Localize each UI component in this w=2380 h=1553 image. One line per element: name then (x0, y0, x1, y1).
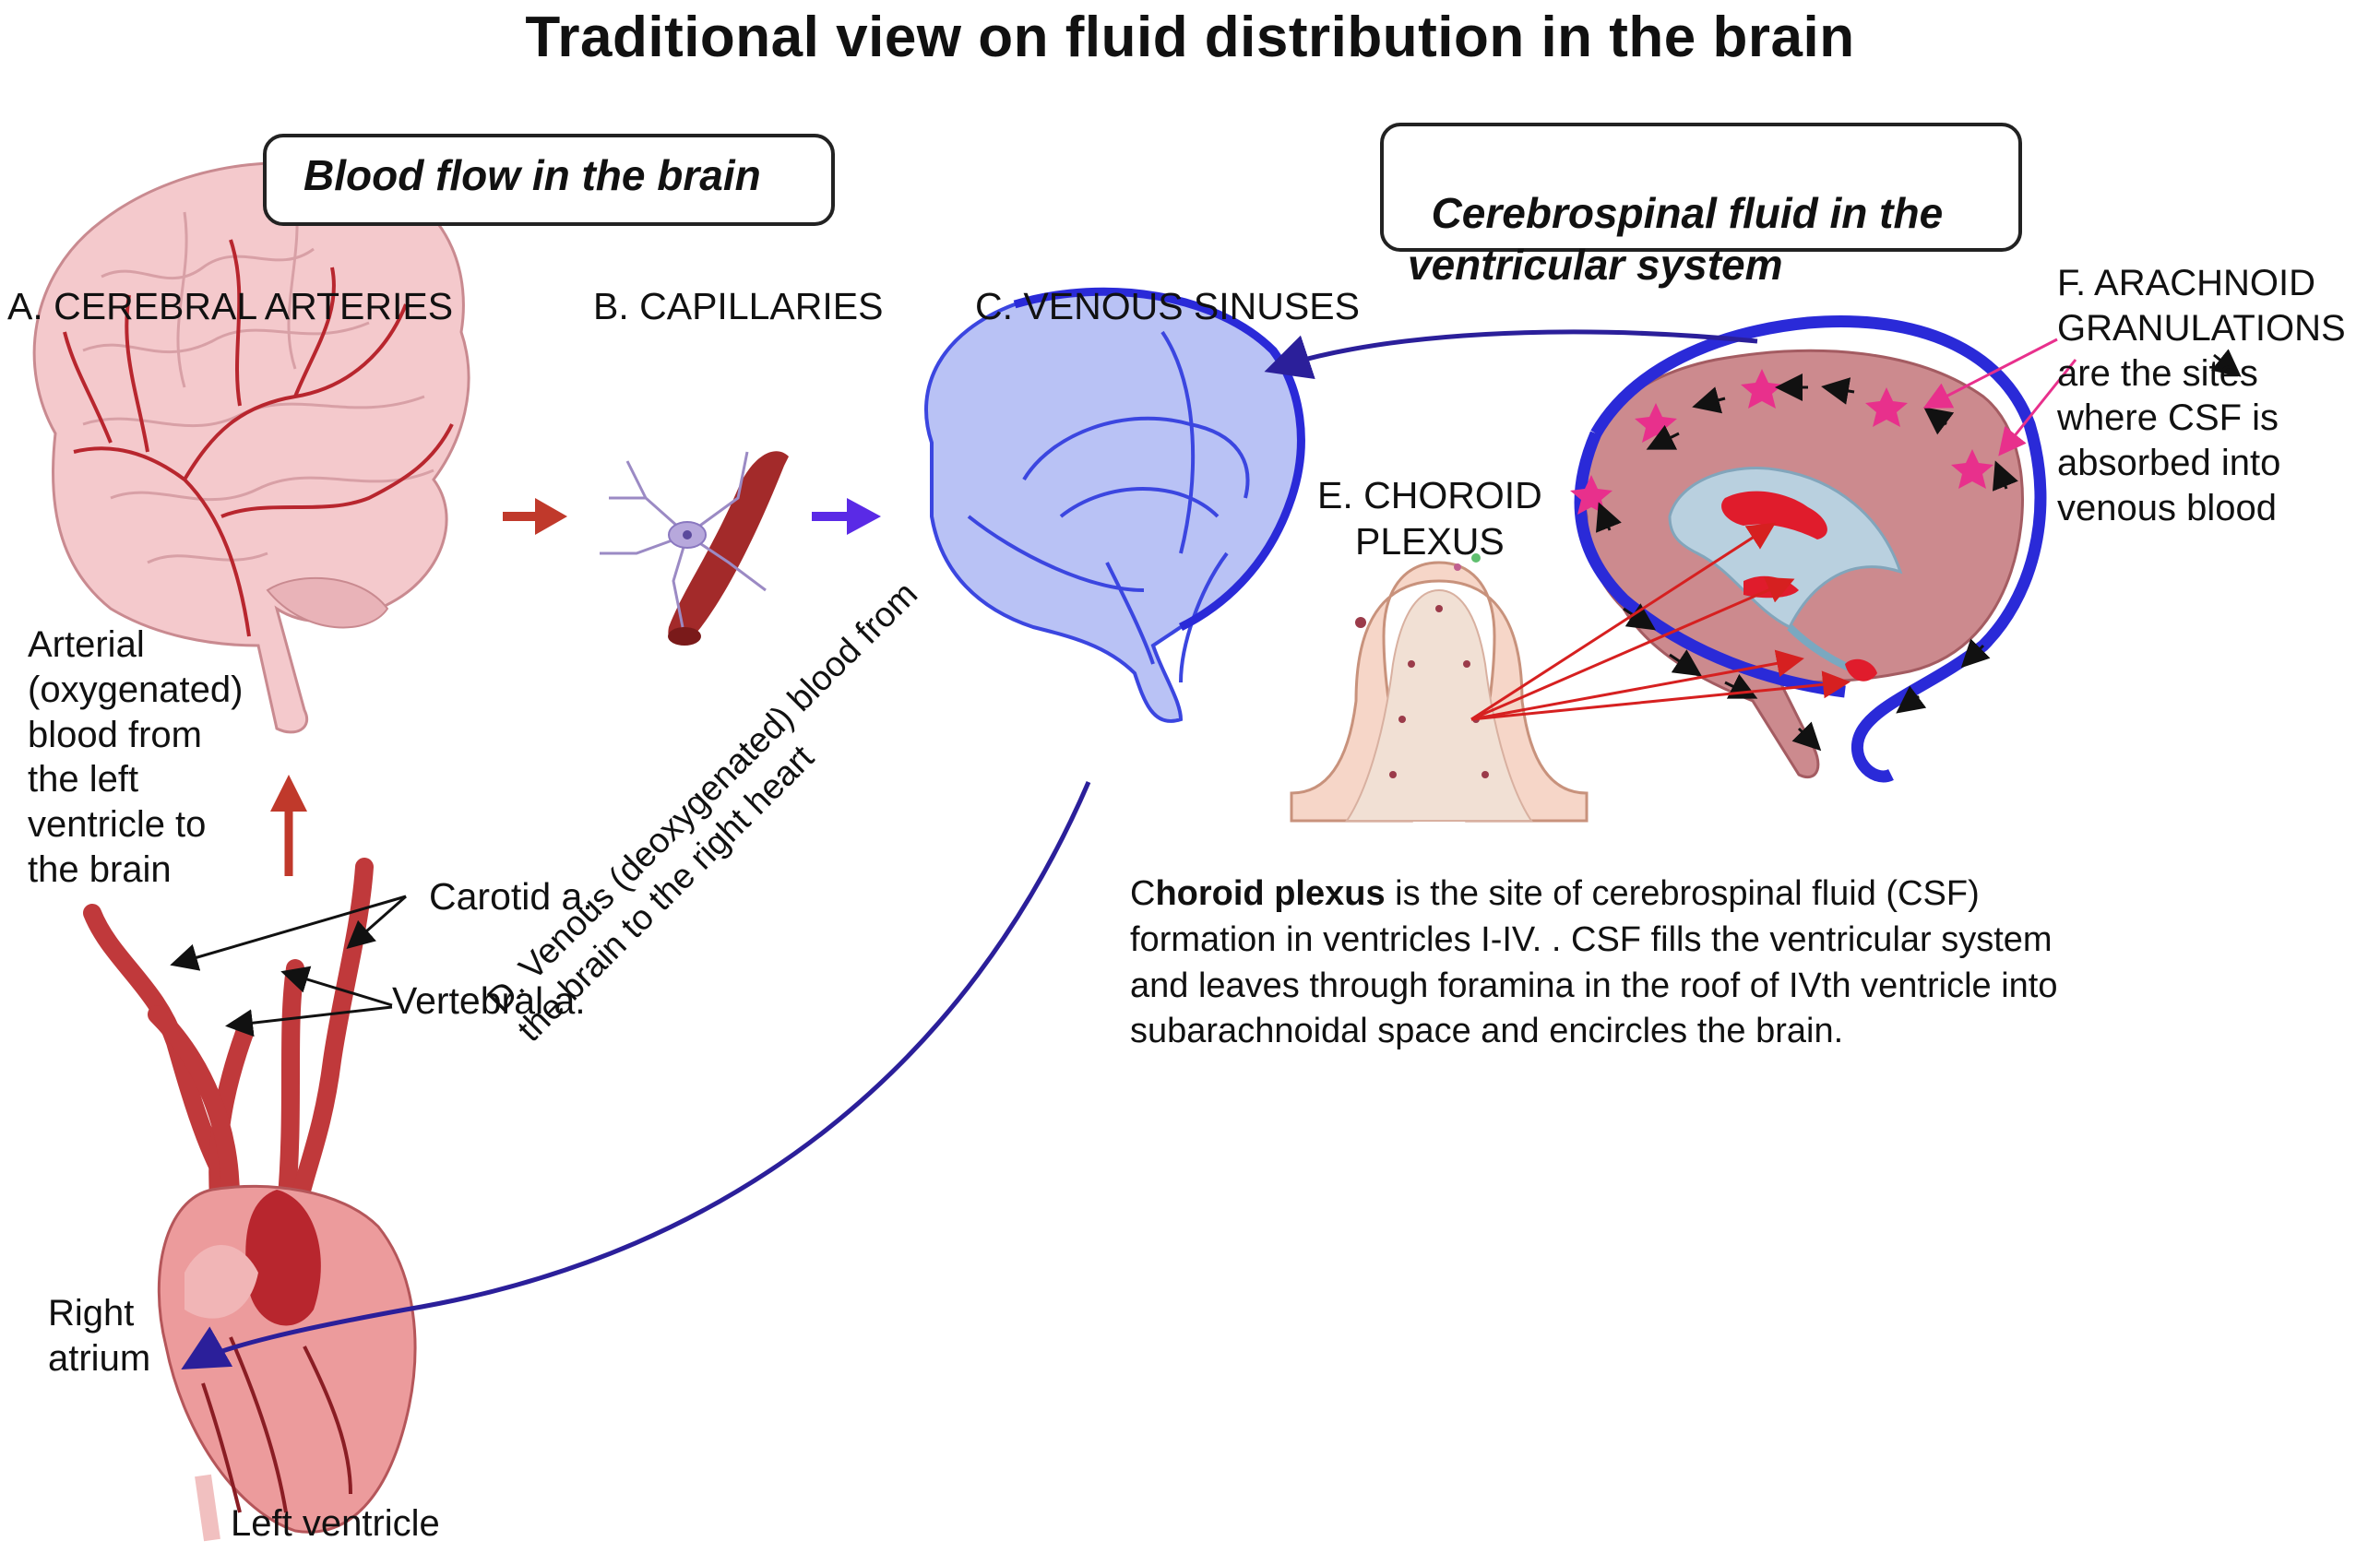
page-title: Traditional view on fluid distribution i… (525, 6, 1855, 69)
heart-illustration (83, 858, 417, 1542)
para-c: C (1130, 874, 1156, 913)
label-arterial-blood: Arterial (oxygenated) blood from the lef… (28, 624, 244, 890)
label-right-atrium: Right atrium (48, 1293, 151, 1379)
label-vertebral: Vertebral a. (392, 979, 586, 1022)
brain-arteries-illustration (32, 161, 470, 734)
blood-flow-header: Blood flow in the brain (263, 134, 835, 226)
csf-header: Cerebrospinal fluid in the ventricular s… (1380, 123, 2022, 289)
label-capillaries: B. CAPILLARIES (593, 285, 884, 327)
choroid-plexus-illustration (1290, 553, 1589, 823)
label-cerebral-arteries: A. CEREBRAL ARTERIES (7, 285, 454, 327)
blood-flow-header-text: Blood flow in the brain (303, 151, 761, 199)
choroid-plexus-description: Choroid plexus is the site of cerebrospi… (1130, 871, 2099, 1055)
para-rest: is the site of cerebrospinal fluid (CSF)… (1130, 874, 2058, 1051)
csf-header-text: Cerebrospinal fluid in the ventricular s… (1408, 189, 1944, 290)
label-left-ventricle: Left ventricle (231, 1503, 440, 1544)
para-bold-term: horoid plexus (1155, 874, 1386, 913)
csf-brain-illustration (1570, 315, 2047, 783)
label-venous-sinuses: C. VENOUS SINUSES (975, 285, 1360, 327)
label-carotid: Carotid a. (429, 875, 593, 918)
label-choroid-plexus: E. CHOROID PLEXUS (1317, 474, 1542, 563)
capillary-neuron-illustration (600, 451, 789, 646)
venous-brain-illustration (924, 287, 1305, 723)
label-arachnoid-granulations: F. ARACHNOID GRANULATIONS are the sites … (2057, 263, 2346, 528)
